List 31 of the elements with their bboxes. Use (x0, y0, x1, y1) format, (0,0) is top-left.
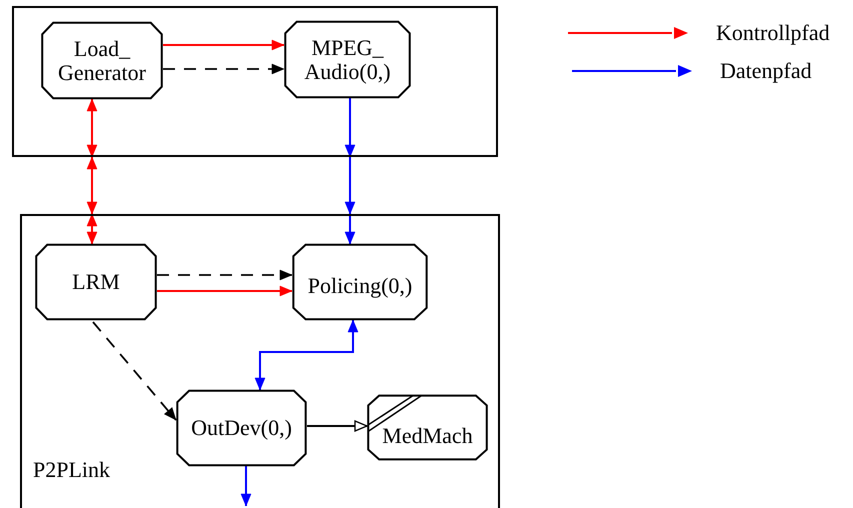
arrow (344, 157, 356, 214)
process-node (176, 390, 307, 466)
node-label: LRM (72, 270, 120, 294)
container-frame (12, 6, 498, 157)
arrow (163, 64, 284, 74)
arrow (86, 156, 98, 214)
node-label: OutDev(0,) (191, 416, 292, 440)
arrow (86, 98, 98, 158)
arrow (157, 270, 292, 280)
container-label: P2PLink (33, 458, 110, 482)
arrow (157, 286, 292, 296)
legend-label: Kontrollpfad (716, 20, 830, 46)
node-label: MPEG_ Audio(0,) (303, 36, 392, 84)
node-label: Policing(0,) (308, 274, 412, 298)
arrow (344, 98, 356, 158)
arrow (92, 321, 177, 421)
arrow (240, 466, 252, 506)
process-node (367, 395, 488, 460)
process-node (284, 21, 411, 98)
arrow (307, 420, 368, 432)
node-label: Load_ Generator (57, 36, 147, 84)
process-node (35, 244, 157, 320)
node-label: MedMach (382, 424, 473, 448)
legend-label: Datenpfad (720, 58, 812, 84)
container-frame (20, 214, 500, 508)
process-node (41, 22, 163, 99)
arrow (163, 40, 284, 50)
arrow (86, 214, 98, 244)
process-node (292, 244, 428, 320)
arrow (344, 214, 356, 244)
arrow (254, 320, 358, 390)
